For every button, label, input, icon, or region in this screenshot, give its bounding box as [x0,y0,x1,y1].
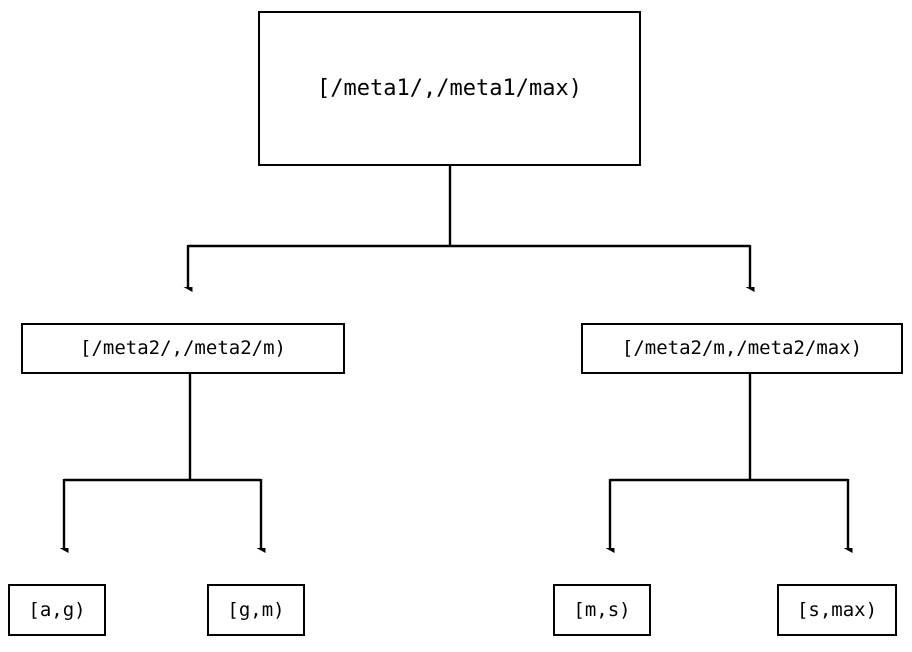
tree-node-mid-left-label: [/meta2/,/meta2/m) [80,337,286,359]
tree-node-leaf-smax-label: [s,max) [796,598,878,621]
tree-node-mid-left[interactable]: [/meta2/,/meta2/m) [21,323,345,374]
tree-node-leaf-ms-label: [m,s) [573,598,631,621]
tree-node-leaf-ms[interactable]: [m,s) [553,584,651,636]
edge-midleft-to-leaves [64,374,261,548]
tree-node-leaf-gm-label: [g,m) [227,598,285,621]
tree-node-mid-right[interactable]: [/meta2/m,/meta2/max) [581,323,903,374]
tree-node-leaf-ag[interactable]: [a,g) [8,584,106,636]
tree-node-mid-right-label: [/meta2/m,/meta2/max) [621,337,863,359]
tree-node-root[interactable]: [/meta1/,/meta1/max) [258,11,641,166]
tree-node-leaf-ag-label: [a,g) [28,598,86,621]
tree-node-leaf-gm[interactable]: [g,m) [207,584,305,636]
tree-node-root-label: [/meta1/,/meta1/max) [317,75,582,101]
edge-root-to-mid-level [188,166,750,287]
tree-node-leaf-smax[interactable]: [s,max) [777,584,897,636]
edge-midright-to-leaves [610,374,848,548]
